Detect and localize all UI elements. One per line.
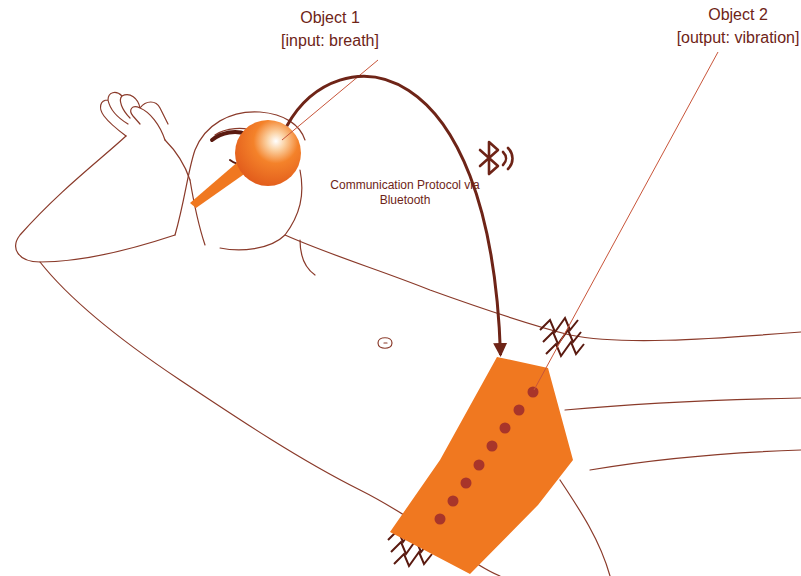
raised-hand xyxy=(101,93,168,140)
object-title: Object 1[input: breath] xyxy=(275,6,385,52)
vibration-motor-dot xyxy=(461,478,472,489)
torso-upper xyxy=(285,235,801,341)
band-shape xyxy=(388,355,575,576)
navel xyxy=(378,338,392,349)
raised-arm xyxy=(16,136,190,262)
breath-sensor-sphere: Object 1[input: breath] xyxy=(235,120,301,186)
edge-label: Communication Protocol via Bluetooth xyxy=(330,178,480,208)
circle-shape xyxy=(235,120,301,186)
object-role: [output: vibration] xyxy=(668,26,801,49)
vibration-motor-dot xyxy=(435,514,446,525)
vibration-motor-dot xyxy=(514,405,525,416)
object-name: Object 1 xyxy=(275,6,385,29)
bluetooth-connector xyxy=(287,76,501,355)
vibration-motor-dot xyxy=(448,496,459,507)
leader-line xyxy=(282,60,378,140)
vibration-belt: Object 2[output: vibration] xyxy=(388,355,575,576)
vibration-motor-dot xyxy=(474,460,485,471)
object-name: Object 2 xyxy=(668,3,801,26)
sphere xyxy=(235,120,301,186)
leader-line xyxy=(534,52,718,390)
hood-outline xyxy=(175,112,305,245)
vibration-motor-dot xyxy=(528,387,539,398)
chest-line xyxy=(300,240,315,275)
object-title: Object 2[output: vibration] xyxy=(668,3,801,49)
vibration-motor-dot xyxy=(487,441,498,452)
vibration-motor-dot xyxy=(500,423,511,434)
belt-band xyxy=(390,357,573,574)
leg-lines xyxy=(560,398,801,576)
object-role: [input: breath] xyxy=(275,29,385,52)
bluetooth-symbol xyxy=(480,142,513,174)
